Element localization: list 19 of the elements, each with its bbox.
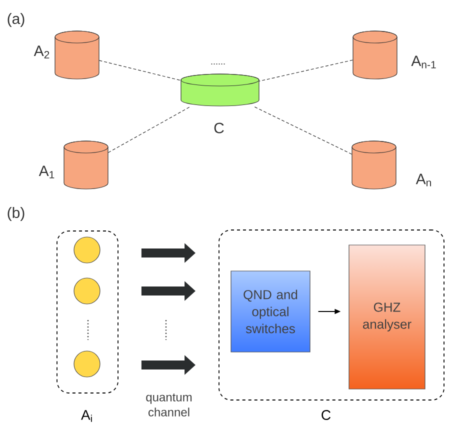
connector-line: [258, 60, 354, 82]
circle: [74, 236, 100, 264]
connector-line: [98, 60, 182, 81]
node-label: A$_{2}$: [34, 46, 50, 58]
panel-label: (b): [8, 207, 24, 221]
group-label: A$_{i}$: [81, 410, 92, 422]
channel-label: quantum channel: [146, 394, 192, 416]
node-label: C: [214, 122, 224, 134]
connector-line: [252, 106, 352, 155]
group-label: C: [322, 410, 331, 420]
node-label: A$_{n}$: [416, 174, 431, 186]
process-box: GHZ analyser: [348, 244, 426, 390]
panel-label: (a): [8, 13, 24, 27]
circle: [74, 350, 100, 378]
connector-line: [108, 106, 192, 153]
node-label: A$_{1}$: [38, 166, 54, 178]
process-box: QND and optical switches: [230, 270, 310, 352]
node-label: A$_{n-1}$: [411, 56, 436, 68]
circle: [74, 278, 100, 304]
